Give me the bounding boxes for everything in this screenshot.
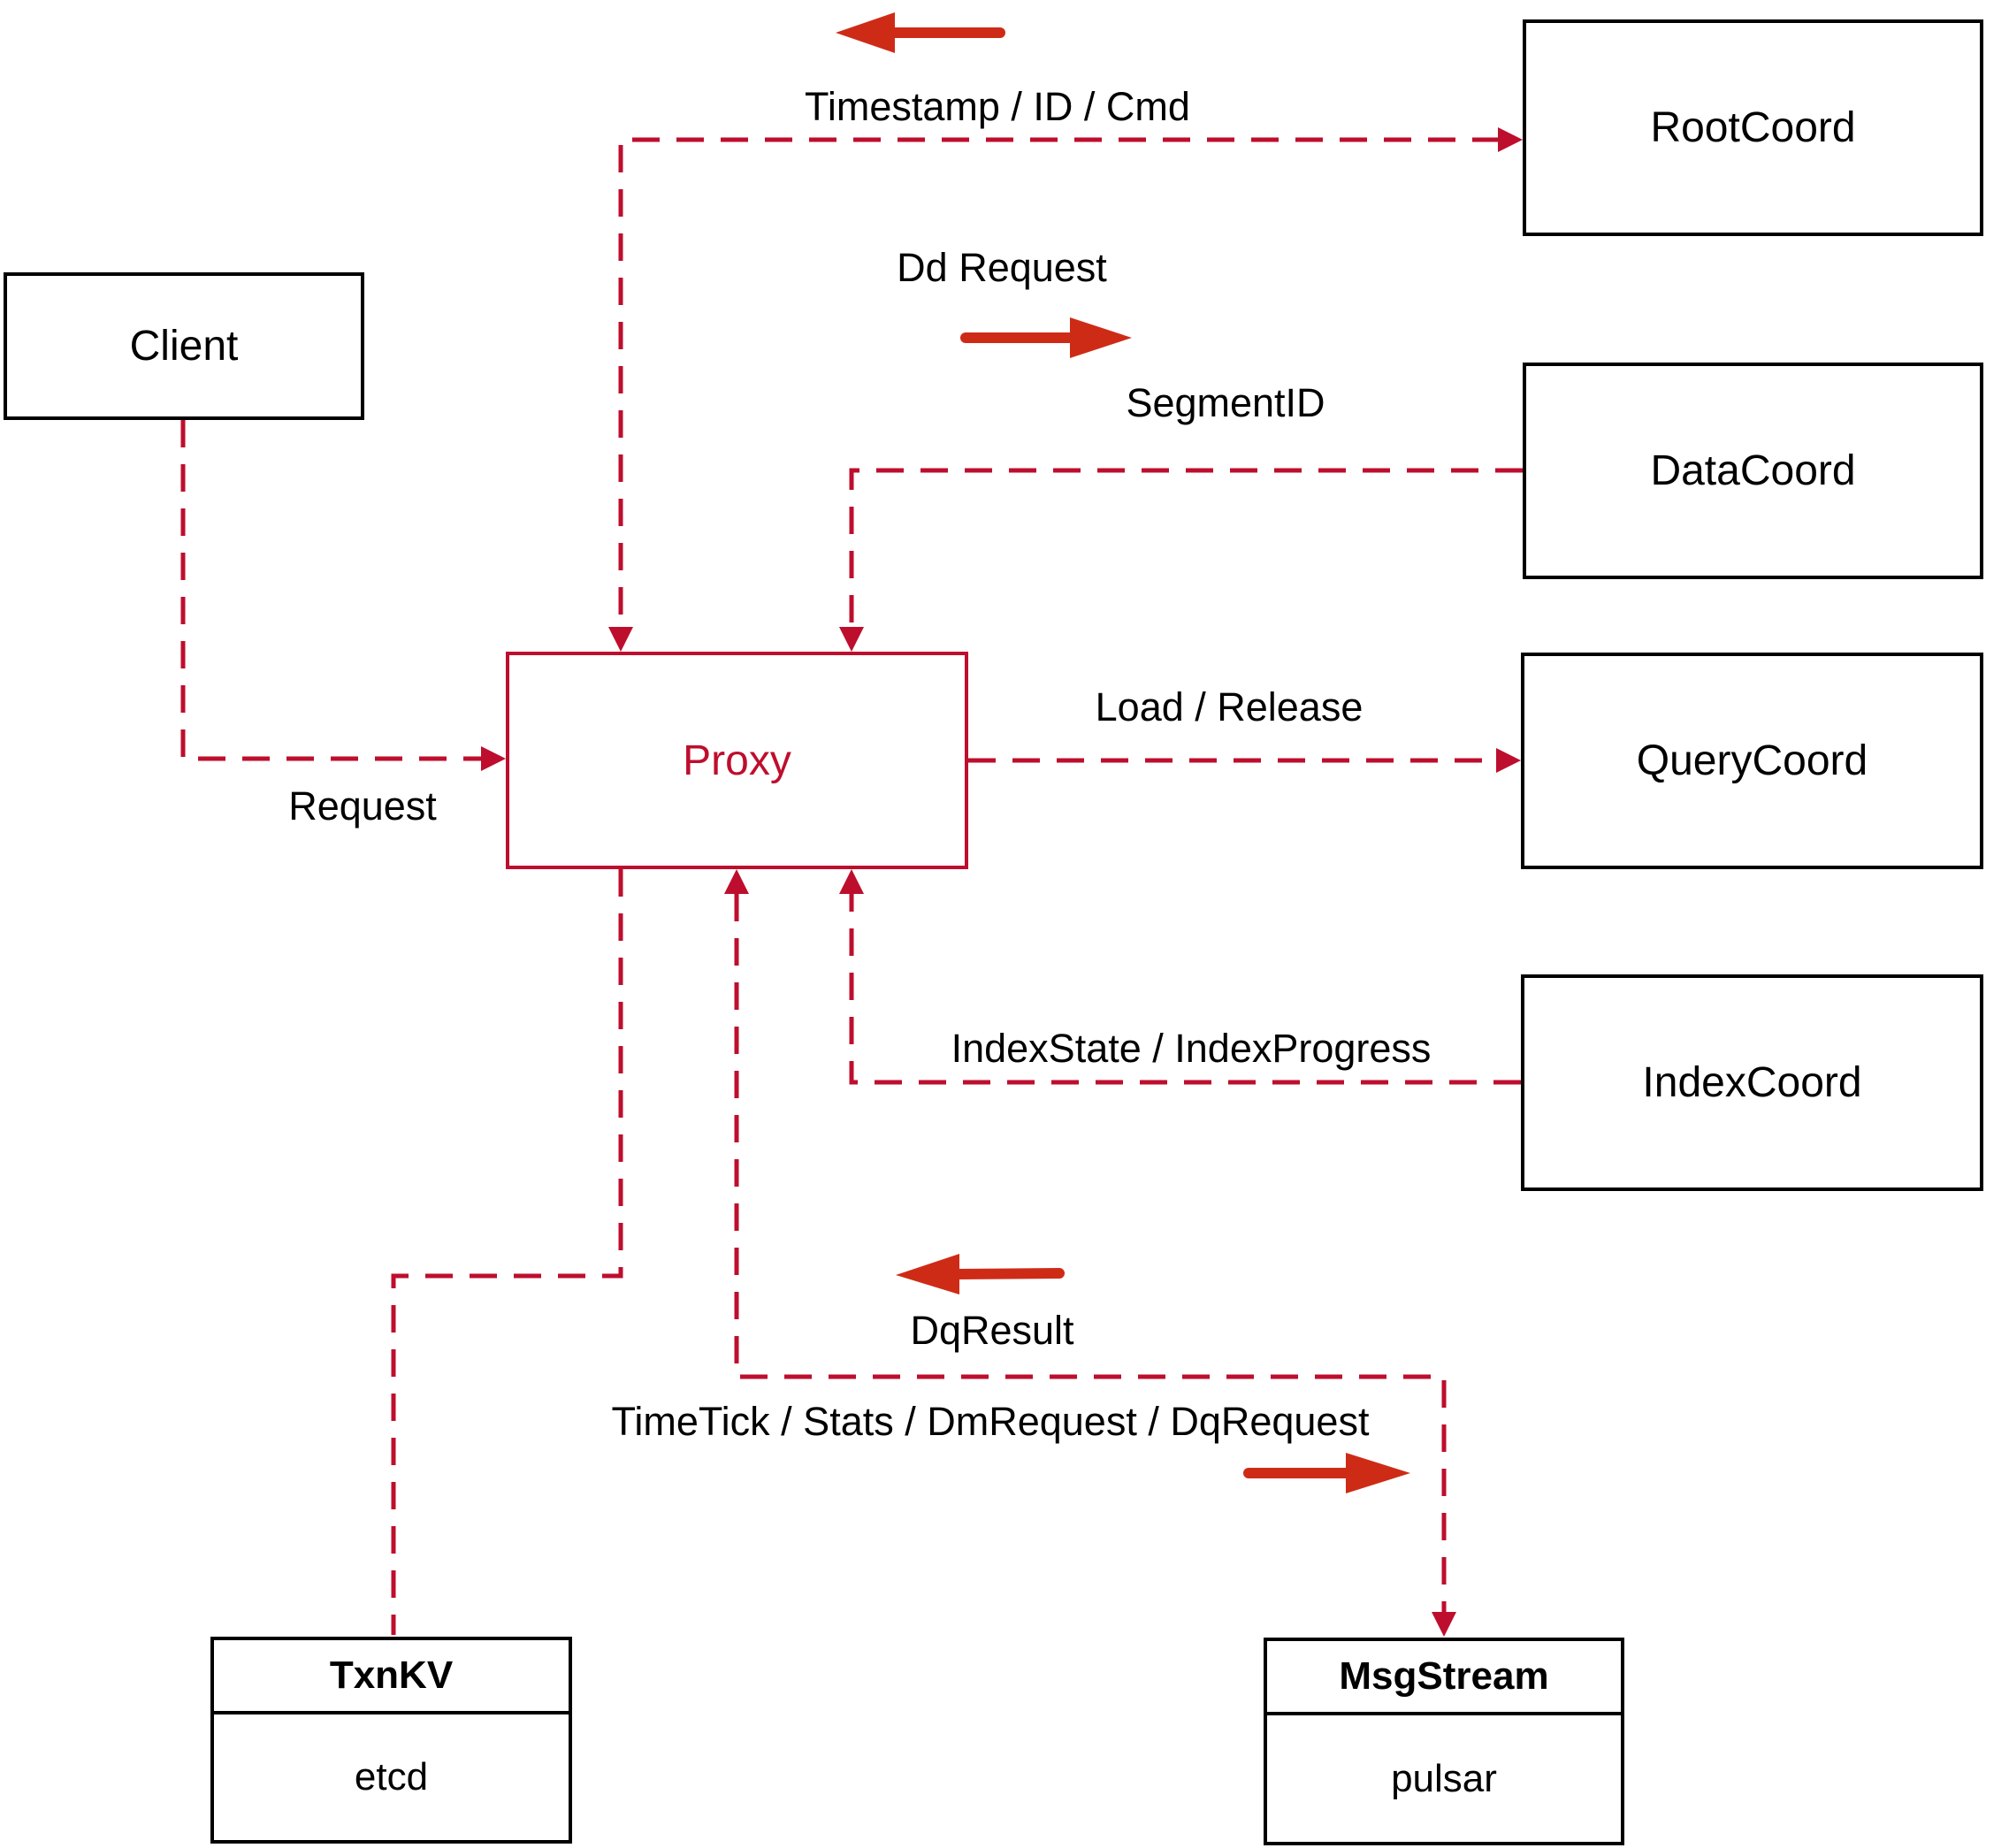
dd-request-direction-right-arrow-icon — [960, 317, 1132, 358]
msgstream-node: MsgStream pulsar — [1264, 1638, 1624, 1845]
timetick-stats-edge-label: TimeTick / Stats / DmRequest / DqRequest — [611, 1399, 1370, 1444]
datacoord-label: DataCoord — [1650, 447, 1856, 494]
proxy-bottom-center-arrowhead-icon — [724, 869, 749, 894]
msgstream-title: MsgStream — [1267, 1641, 1621, 1715]
proxy-top-right-arrowhead-icon — [839, 627, 864, 652]
proxy-bottom-right-arrowhead-icon — [839, 869, 864, 894]
querycoord-arrowhead-icon — [1496, 748, 1521, 773]
timestamp-direction-left-arrow-icon — [836, 12, 1005, 53]
proxy-node: Proxy — [506, 652, 968, 869]
indexcoord-node: IndexCoord — [1521, 974, 1983, 1191]
proxy-rootcoord-connector — [618, 137, 1500, 627]
datacoord-proxy-connector — [849, 468, 1523, 627]
msgstream-arrowhead-icon — [1432, 1612, 1456, 1637]
txnkv-title: TxnKV — [214, 1640, 569, 1714]
proxy-top-left-arrowhead-icon — [608, 627, 633, 652]
rootcoord-label: RootCoord — [1650, 104, 1856, 151]
client-node: Client — [4, 272, 364, 420]
proxy-txnkv-connector — [391, 869, 623, 1635]
client-proxy-arrowhead-icon — [481, 746, 506, 771]
proxy-msgstream-connector — [734, 894, 1447, 1612]
querycoord-node: QueryCoord — [1521, 653, 1983, 869]
querycoord-label: QueryCoord — [1636, 737, 1868, 784]
indexstate-indexprogress-edge-label: IndexState / IndexProgress — [951, 1026, 1432, 1071]
rootcoord-node: RootCoord — [1523, 19, 1983, 236]
dd-request-edge-label: Dd Request — [897, 245, 1107, 290]
timestamp-id-cmd-edge-label: Timestamp / ID / Cmd — [805, 84, 1190, 129]
load-release-edge-label: Load / Release — [1095, 684, 1364, 729]
proxy-label: Proxy — [683, 737, 791, 784]
datacoord-node: DataCoord — [1523, 363, 1983, 579]
timetick-direction-right-arrow-icon — [1243, 1453, 1410, 1493]
dqresult-edge-label: DqResult — [910, 1308, 1074, 1353]
request-edge-label: Request — [288, 783, 437, 829]
client-proxy-connector — [180, 420, 483, 761]
indexcoord-label: IndexCoord — [1642, 1059, 1862, 1106]
msgstream-body: pulsar — [1391, 1756, 1497, 1800]
client-label: Client — [129, 323, 239, 370]
rootcoord-arrowhead-icon — [1498, 127, 1523, 152]
dqresult-direction-left-arrow-icon — [896, 1254, 1065, 1294]
txnkv-body: etcd — [354, 1755, 429, 1798]
segmentid-edge-label: SegmentID — [1126, 380, 1325, 425]
indexcoord-proxy-connector — [849, 894, 1521, 1085]
txnkv-node: TxnKV etcd — [210, 1637, 572, 1844]
